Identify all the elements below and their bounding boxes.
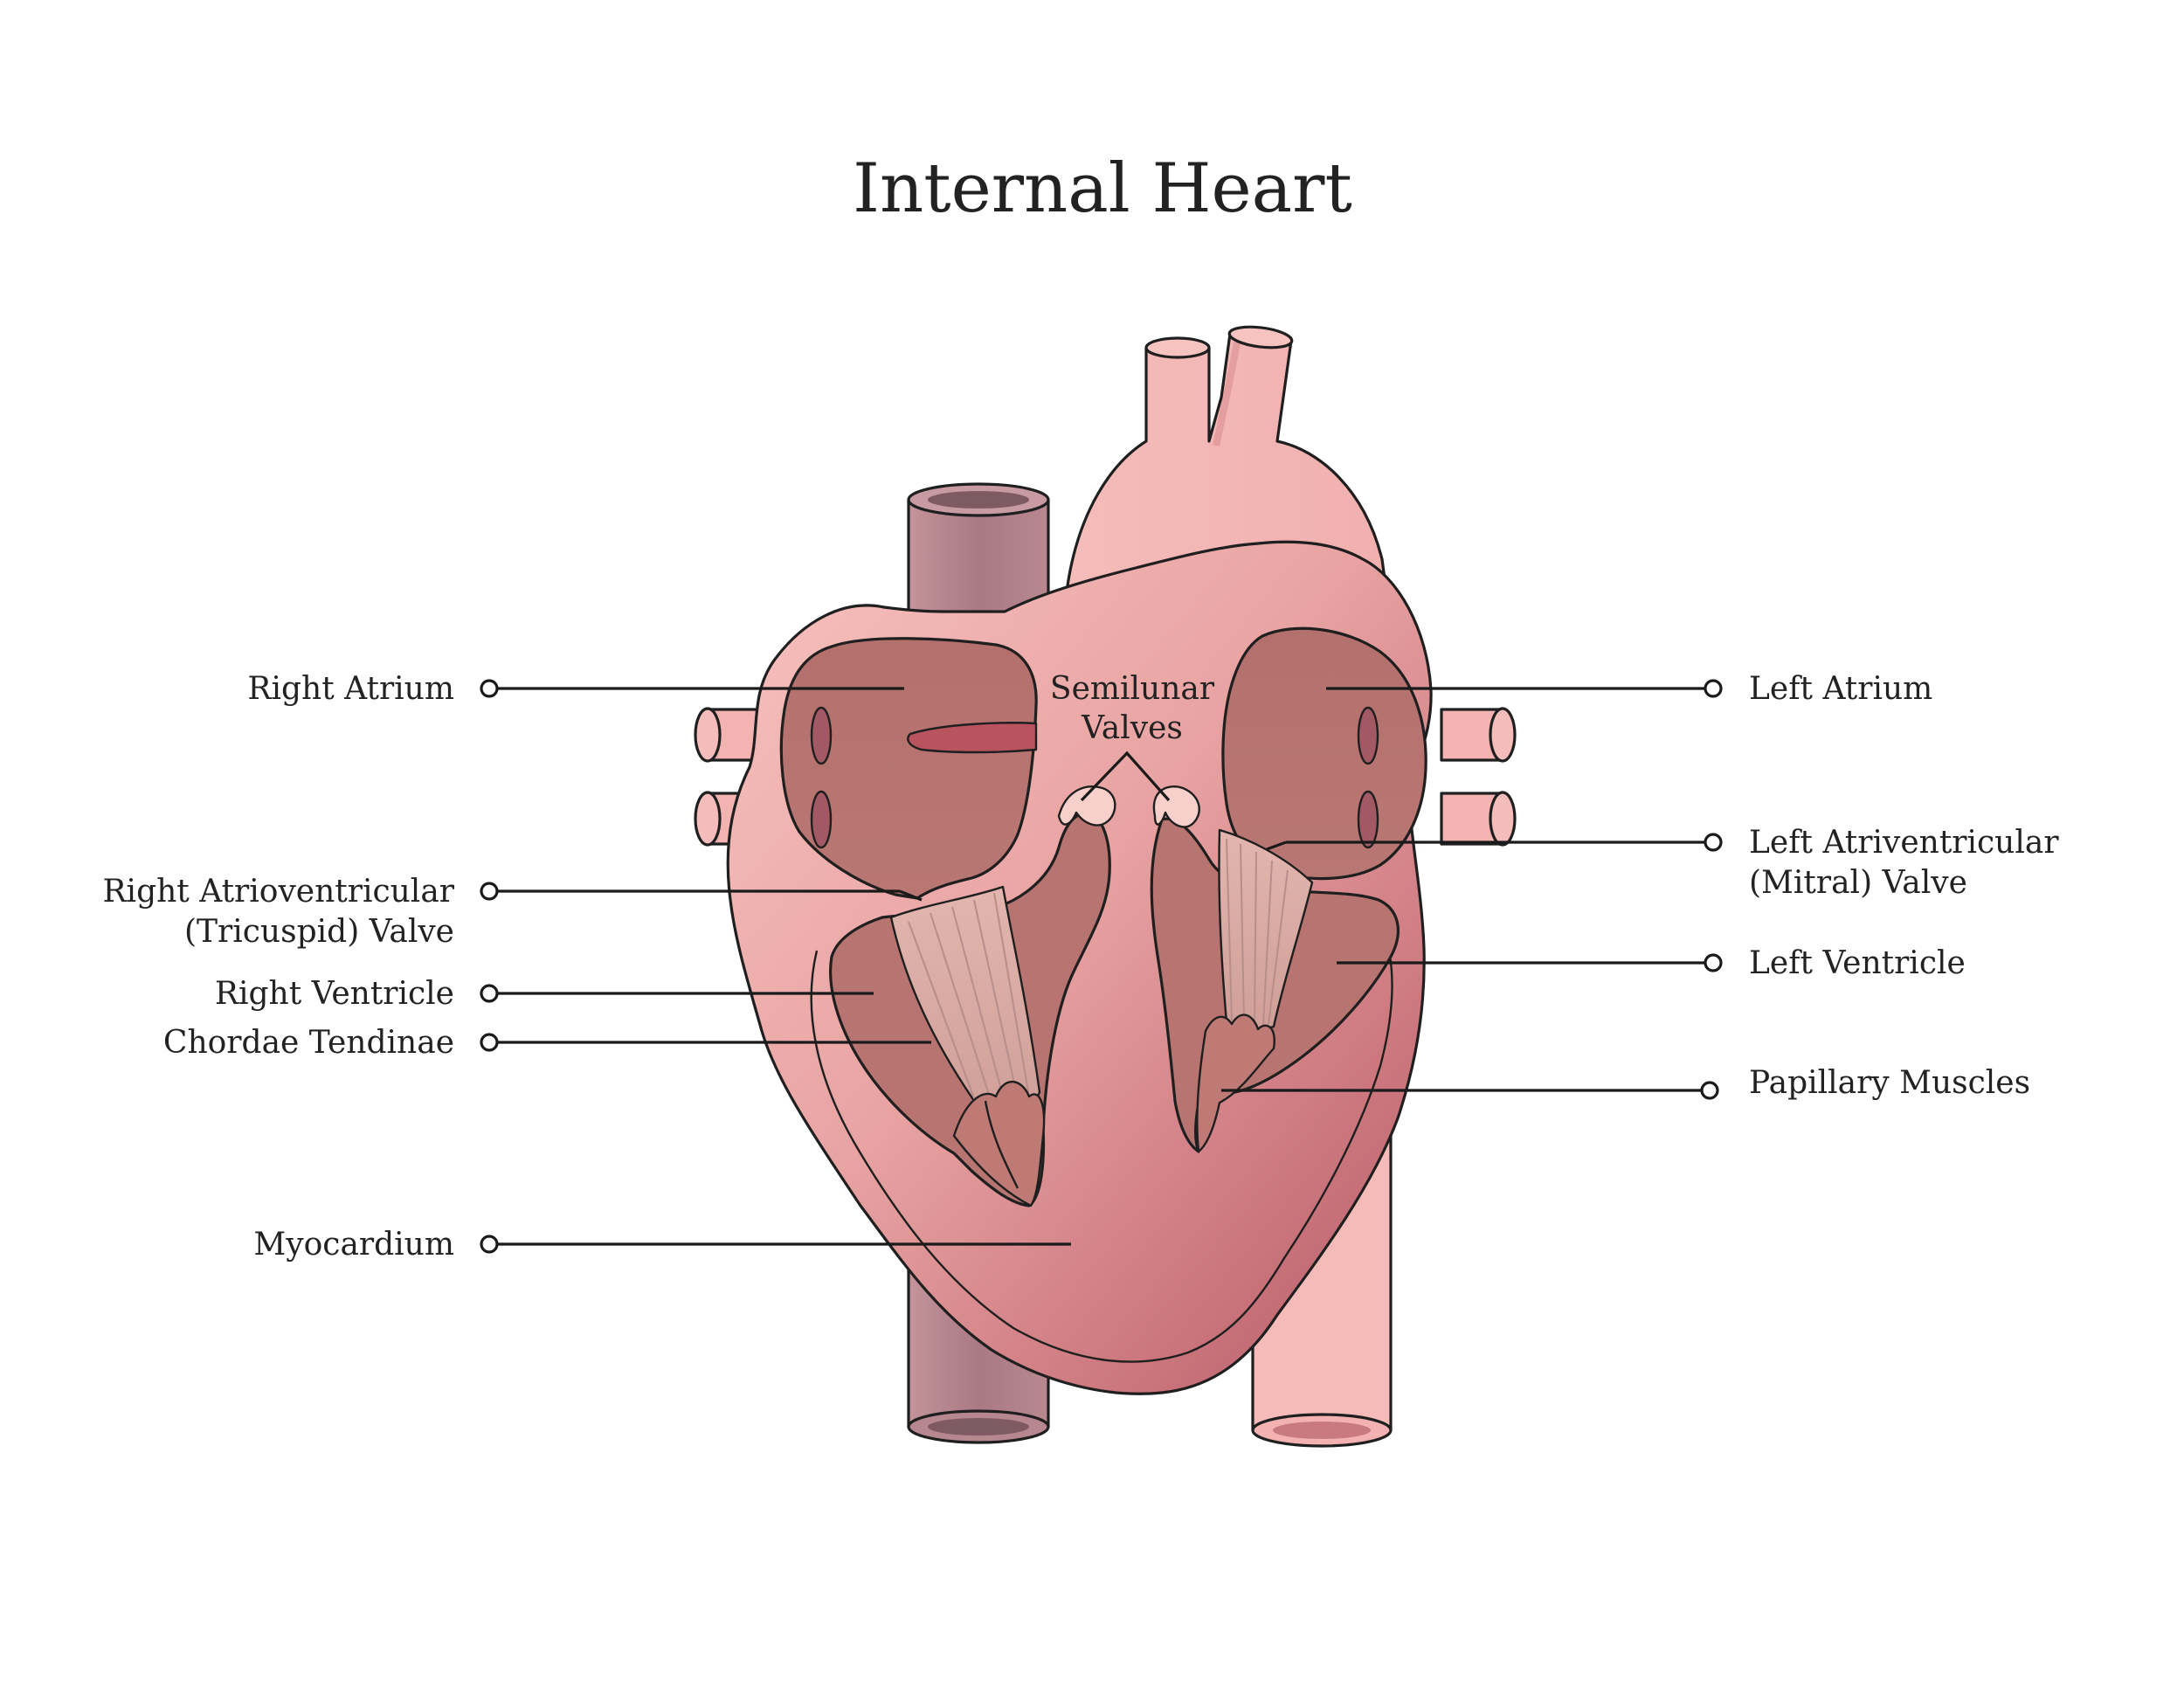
page-title: Internal Heart <box>853 149 1352 228</box>
left-atrium-chamber <box>1221 626 1427 881</box>
label-right-atrium: Right Atrium <box>247 671 904 707</box>
label-right-ventricle: Right Ventricle <box>215 976 874 1012</box>
svg-text:Valves: Valves <box>1081 710 1183 746</box>
label-left-av-valve: Left Atriventricular (Mitral) Valve <box>1266 825 2059 901</box>
svg-text:(Tricuspid) Valve: (Tricuspid) Valve <box>184 914 454 950</box>
svg-text:Chordae Tendinae: Chordae Tendinae <box>163 1025 454 1061</box>
svg-text:Right Ventricle: Right Ventricle <box>215 976 454 1012</box>
svg-text:Right Atrioventricular: Right Atrioventricular <box>102 874 454 910</box>
mitral-chordae <box>1196 828 1314 1153</box>
svg-text:(Mitral) Valve: (Mitral) Valve <box>1749 865 1967 901</box>
svg-text:Left Atrium: Left Atrium <box>1749 671 1932 707</box>
svg-text:Myocardium: Myocardium <box>253 1227 454 1263</box>
svg-text:Left Atriventricular: Left Atriventricular <box>1749 825 2059 861</box>
left-pulmonary-veins <box>1440 707 1517 847</box>
label-left-ventricle: Left Ventricle <box>1337 945 1966 981</box>
label-left-atrium: Left Atrium <box>1326 671 1932 707</box>
right-atrium-chamber <box>779 637 1038 900</box>
svg-text:Semilunar: Semilunar <box>1050 671 1215 707</box>
label-papillary-muscles: Papillary Muscles <box>1221 1065 2030 1101</box>
tricuspid-chordae <box>889 885 1046 1207</box>
label-semilunar-valves: Semilunar Valves <box>1050 671 1215 802</box>
svg-text:Right Atrium: Right Atrium <box>247 671 454 707</box>
svg-text:Papillary Muscles: Papillary Muscles <box>1749 1065 2030 1101</box>
label-right-av-valve: Right Atrioventricular (Tricuspid) Valve <box>102 874 923 950</box>
label-myocardium: Myocardium <box>253 1227 1071 1263</box>
label-chordae-tendinae: Chordae Tendinae <box>163 1025 931 1061</box>
svg-text:Left Ventricle: Left Ventricle <box>1749 945 1966 981</box>
